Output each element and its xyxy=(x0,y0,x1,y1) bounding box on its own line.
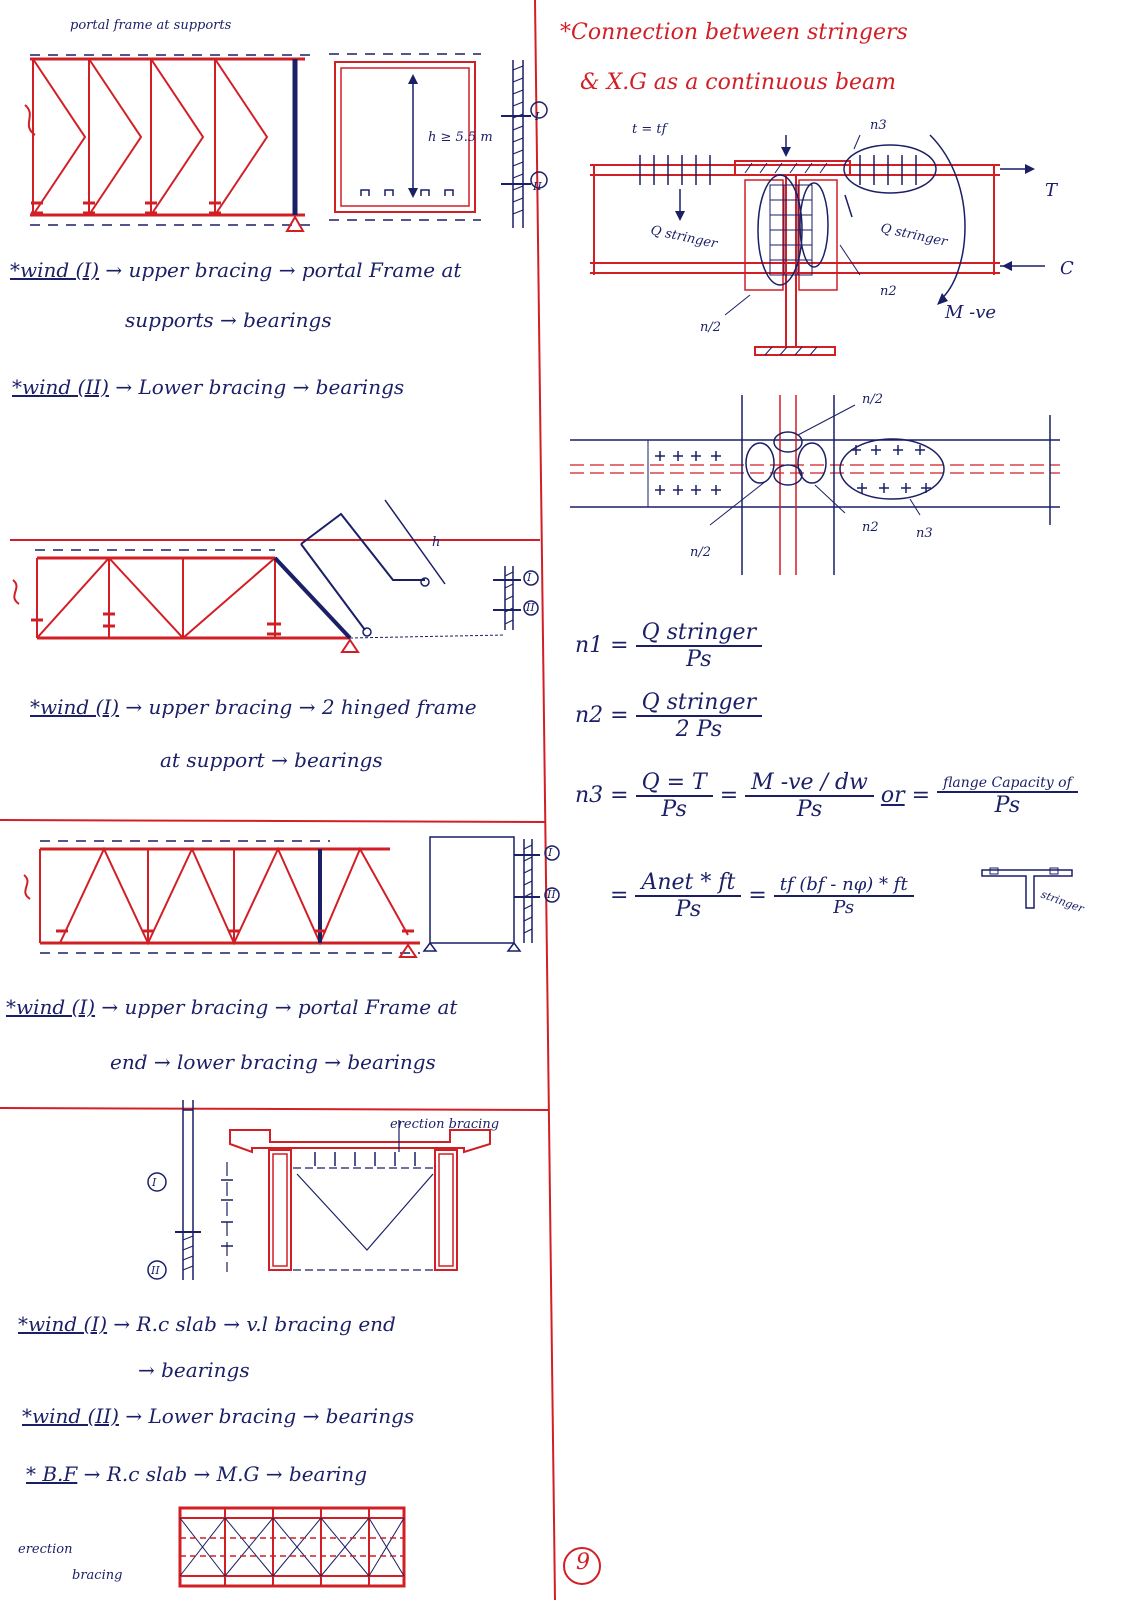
eq-n1: n1 = Q stringer Ps xyxy=(575,620,763,672)
eq4-den: Ps xyxy=(675,897,702,922)
sec4-line4: * B.F → R.c slab → M.G → bearing xyxy=(26,1462,367,1486)
sec2-line1-text: → upper bracing → 2 hinged frame xyxy=(125,695,477,719)
sec4-bf: * B.F xyxy=(26,1462,78,1486)
sec4-roman-2: II xyxy=(151,1264,160,1277)
eq-n2-den: 2 Ps xyxy=(675,717,723,742)
sec2-roman-1: I xyxy=(527,571,532,584)
fig1-n-half: n/2 xyxy=(700,320,722,335)
right-title-1: *Connection between stringers xyxy=(560,20,908,45)
eq5-num: tf (bf - nφ) * ft xyxy=(773,874,914,897)
eq4-num: Anet * ft xyxy=(635,870,742,897)
eq-n1-fraction: Q stringer Ps xyxy=(635,620,763,672)
fig1-T: T xyxy=(1045,180,1058,201)
eq-n3-den: Ps xyxy=(661,797,687,822)
eq-n1-lhs: n1 = xyxy=(575,633,629,658)
connection-plan-figure xyxy=(570,395,1060,575)
sec1-line1: *wind (I) → upper bracing → portal Frame… xyxy=(10,258,461,282)
sec1-cross-section xyxy=(329,53,548,228)
eq-n3-equals-2: = xyxy=(911,783,931,808)
sec3-line1: *wind (I) → upper bracing → portal Frame… xyxy=(6,995,457,1019)
sec1-top-label: portal frame at supports xyxy=(70,18,232,33)
eq-n3-right-den: Ps xyxy=(994,792,1021,818)
sec1-h-label: h ≥ 5.5 m xyxy=(428,130,493,145)
sec4-line4-text: → R.c slab → M.G → bearing xyxy=(83,1462,368,1486)
sec1-roman-1: I xyxy=(535,110,540,123)
sec4-erection-label: erection bracing xyxy=(390,1117,500,1132)
eq-n3-mid-den: Ps xyxy=(796,797,823,822)
eq-n2-lhs: n2 = xyxy=(575,703,629,728)
sec3-wind-1: *wind (I) xyxy=(6,995,96,1019)
sec3-line1-text: → upper bracing → portal Frame at xyxy=(101,995,458,1019)
sec4-line3-text: → Lower bracing → bearings xyxy=(125,1404,415,1428)
sec4-line2: → bearings xyxy=(138,1358,250,1382)
sec4-wind-2: *wind (II) xyxy=(22,1404,119,1428)
fig1-n2: n2 xyxy=(880,284,897,299)
eq5-den: Ps xyxy=(833,897,855,918)
fig1-n3: n3 xyxy=(870,118,887,133)
sec1-wind-1: *wind (I) xyxy=(10,258,100,282)
sec2-wind-1: *wind (I) xyxy=(30,695,120,719)
eq-n3-fraction: Q = T Ps xyxy=(635,770,713,822)
eq5-equals: = xyxy=(748,883,774,908)
eq-n3-mid-num: M -ve / dw xyxy=(745,770,874,797)
eq-n3-mid-fraction: M -ve / dw Ps xyxy=(745,770,874,822)
eq-n3-num: Q = T xyxy=(635,770,713,797)
eq-n3-cont: = Anet * ft Ps = tf (bf - nφ) * ft Ps xyxy=(610,870,914,922)
sec2-h-label: h xyxy=(432,535,441,550)
fig2-n-half-top: n/2 xyxy=(862,392,884,407)
sec1-wind-2: *wind (II) xyxy=(12,375,109,399)
sec3-roman-1: I xyxy=(548,846,553,859)
sec4-roman-1: I xyxy=(152,1176,157,1189)
sec2-line2: at support → bearings xyxy=(160,748,383,772)
sec1-line2: supports → bearings xyxy=(125,308,332,332)
eq4-fraction: Anet * ft Ps xyxy=(635,870,742,922)
right-title-2: & X.G as a continuous beam xyxy=(580,70,897,95)
eq-n3-right-num: flange Capacity of xyxy=(937,775,1078,793)
eq4-equals: = xyxy=(610,883,636,908)
eq-n2-num: Q stringer xyxy=(635,690,763,717)
fig1-M: M -ve xyxy=(945,302,997,323)
eq-n3-equals-1: = xyxy=(719,783,746,808)
sec4-wind-1: *wind (I) xyxy=(18,1312,108,1336)
stringer-sketch xyxy=(981,867,1073,909)
sec4-line1: *wind (I) → R.c slab → v.l bracing end xyxy=(18,1312,396,1336)
sec1-line3-text: → Lower bracing → bearings xyxy=(115,375,405,399)
page-number-circle xyxy=(563,1547,601,1585)
sec3-roman-2: II xyxy=(547,888,556,901)
fig1-t-label: t = tf xyxy=(632,122,667,137)
connection-elevation-figure xyxy=(590,134,1045,356)
eq-n3-or: or xyxy=(880,783,905,808)
sec1-line1-text: → upper bracing → portal Frame at xyxy=(105,258,462,282)
sec4-line3: *wind (II) → Lower bracing → bearings xyxy=(22,1404,414,1428)
sec4-side-label-1: erection xyxy=(18,1542,73,1557)
eq-n2-fraction: Q stringer 2 Ps xyxy=(635,690,763,742)
sec3-line2: end → lower bracing → bearings xyxy=(110,1050,436,1074)
sec1-truss-figure xyxy=(24,54,315,232)
fig1-C: C xyxy=(1060,258,1074,279)
eq5-fraction: tf (bf - nφ) * ft Ps xyxy=(773,874,914,918)
fig2-n2: n2 xyxy=(862,520,879,535)
eq-n3: n3 = Q = T Ps = M -ve / dw Ps or = flang… xyxy=(575,770,1078,822)
sec4-line1-text: → R.c slab → v.l bracing end xyxy=(113,1312,396,1336)
fig2-n-half-bottom: n/2 xyxy=(690,545,712,560)
eq-n1-num: Q stringer xyxy=(635,620,763,647)
sec4-side-label-2: bracing xyxy=(72,1568,123,1583)
fig2-n3: n3 xyxy=(916,526,933,541)
sec3-truss-figure xyxy=(23,836,560,958)
sec2-truss-figure xyxy=(10,499,540,653)
eq-n3-right-fraction: flange Capacity of Ps xyxy=(937,775,1078,818)
eq-n1-den: Ps xyxy=(686,647,712,672)
eq-n2: n2 = Q stringer 2 Ps xyxy=(575,690,763,742)
sec2-roman-2: II xyxy=(526,601,535,614)
page-number: 9 xyxy=(576,1550,590,1575)
eq-n3-lhs: n3 = xyxy=(575,783,629,808)
sec1-roman-2: II xyxy=(533,180,542,193)
sec4-cross-section xyxy=(147,1100,491,1280)
sec2-line1: *wind (I) → upper bracing → 2 hinged fra… xyxy=(30,695,477,719)
sec4-erection-plan xyxy=(178,1506,406,1588)
sec1-line3: *wind (II) → Lower bracing → bearings xyxy=(12,375,404,399)
